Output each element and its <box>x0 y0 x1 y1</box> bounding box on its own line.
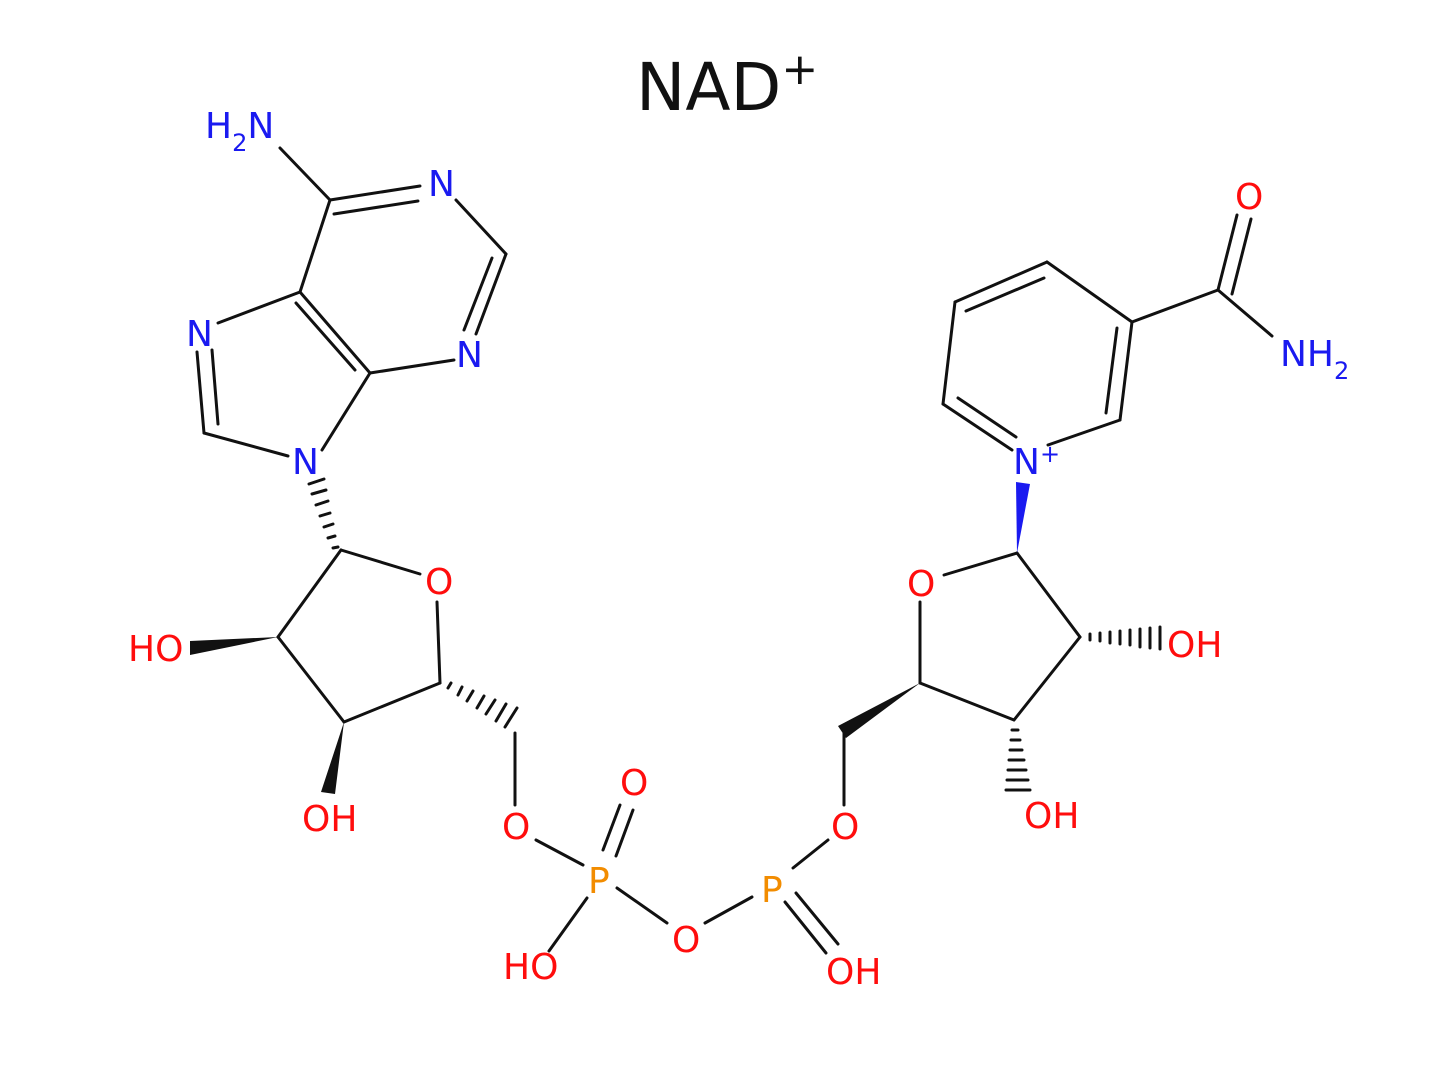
label-n7: N <box>186 314 213 355</box>
label-nh2: NH2 <box>1280 334 1349 385</box>
wedge-c4-c5-ribose2 <box>838 683 920 738</box>
hash-wedge-c3-oh <box>1004 728 1032 792</box>
label-ho-left: HO <box>128 629 183 670</box>
hash-wedge-n9-c1 <box>307 477 340 550</box>
label-n-plus: N+ <box>1013 440 1060 483</box>
wedge-c1-nplus <box>1016 482 1030 553</box>
label-oh-bottom2: OH <box>1024 796 1079 837</box>
label-n9: N <box>292 442 319 483</box>
ribose1-bonds <box>276 548 442 724</box>
label-o-ring1: O <box>425 562 453 603</box>
label-o-bridge2: O <box>831 807 859 848</box>
label-o-carbonyl: O <box>1235 177 1263 218</box>
phosphate-bonds <box>513 731 846 955</box>
label-oh-bottom1: OH <box>302 799 357 840</box>
label-oh-right: OH <box>1167 625 1222 666</box>
wedge-c3-oh <box>321 722 344 794</box>
wedge-c2-oh <box>190 637 278 655</box>
adenine-bonds <box>195 146 508 458</box>
molecule-title: NAD+ <box>636 44 818 126</box>
label-o-bridge1: O <box>502 807 530 848</box>
label-p2: P <box>761 870 783 911</box>
hash-wedge-c4-c5 <box>446 681 519 729</box>
label-n1: N <box>428 164 455 205</box>
ribose2-bonds <box>918 551 1082 722</box>
label-oh-p2: OH <box>826 952 881 993</box>
label-ho-p1: HO <box>503 947 558 988</box>
pyridinium-bonds <box>941 213 1274 452</box>
label-o-mid: O <box>672 920 700 961</box>
label-o-double1: O <box>620 763 648 804</box>
label-h2n: H2N <box>205 106 274 157</box>
label-o-ring2: O <box>907 564 935 605</box>
hash-wedge-c2-oh <box>1088 625 1162 651</box>
label-p1: P <box>588 861 610 902</box>
label-n3: N <box>456 335 483 376</box>
